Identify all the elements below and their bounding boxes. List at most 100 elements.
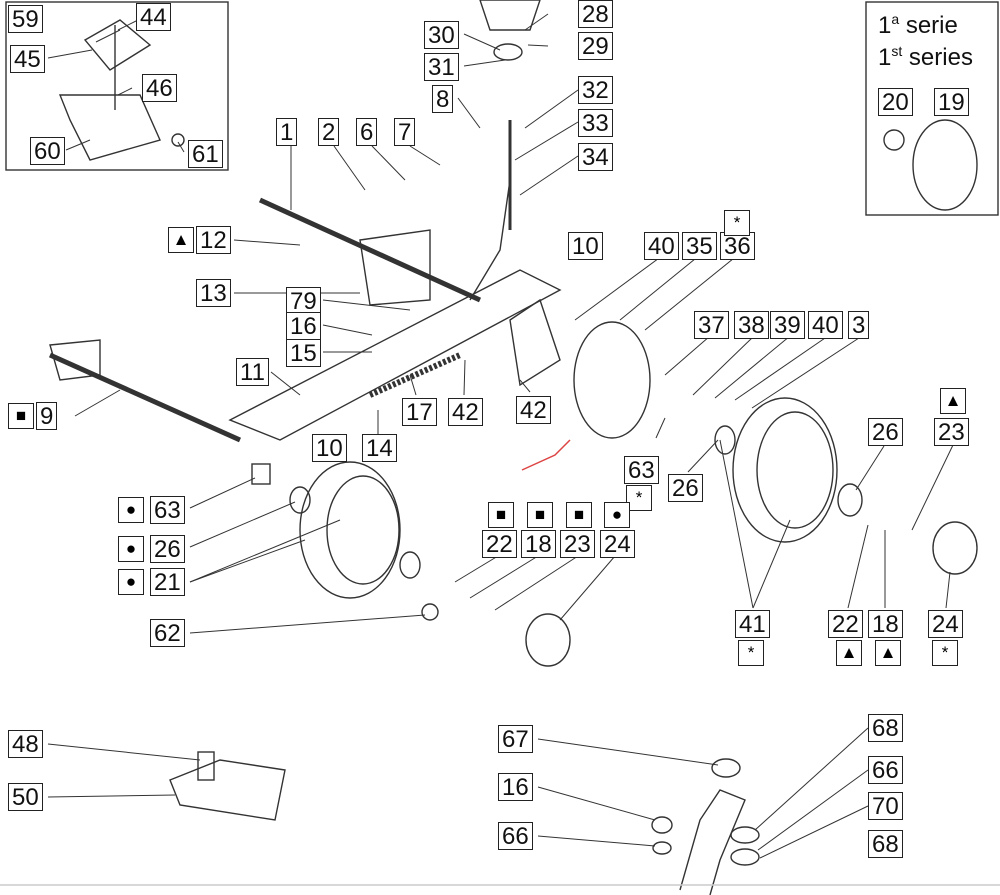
washer-drawing [171,133,185,147]
circle-mark: ● [118,536,144,562]
part-label: 13 [196,279,231,307]
part-label: 16 [498,773,533,801]
part-label: 38 [734,311,769,339]
part-label: 6 [356,118,378,146]
part-label: 68 [868,714,903,742]
square-mark: ■ [8,403,34,429]
part-label: 40 [644,232,679,260]
arm-11-drawing [228,269,562,441]
triangle-mark: ▲ [168,227,194,253]
part-67-drawing [711,758,741,778]
disc-36-drawing [573,321,651,439]
part-label: 39 [770,311,805,339]
part-label: 62 [150,619,185,647]
triangle-mark: ▲ [836,640,862,666]
part-label: 19 [934,88,969,116]
square-mark: ■ [488,502,514,528]
part-label: 61 [188,140,223,168]
triangle-mark: ▲ [940,388,966,414]
axle-9-drawing [48,352,242,443]
part-label: 40 [808,311,843,339]
part-label: 10 [312,434,347,462]
circle-mark: ● [604,502,630,528]
part-label: 2 [318,118,340,146]
wheel-left-inner [326,475,400,585]
part-label: 63 [150,496,185,524]
part-label: 32 [578,76,613,104]
bearing-26-inner [714,425,736,455]
part-label: 26 [868,418,903,446]
part-label: 70 [868,792,903,820]
part-label: 67 [498,725,533,753]
part-label: 1 [276,118,298,146]
part-label: 36 [720,232,755,260]
circle-mark: ● [118,569,144,595]
part-68-drawing [730,848,760,866]
part-label: 41 [735,610,770,638]
part-label: 59 [8,5,43,33]
part-label: 63 [624,456,659,484]
part-label: 28 [578,0,613,28]
knob-drawing [479,0,541,31]
gear-62-drawing [421,603,439,621]
part-label: 29 [578,32,613,60]
part-label: 26 [150,535,185,563]
shaft-1-drawing [258,197,482,303]
part-label: 42 [516,396,551,424]
part-label: 21 [150,568,185,596]
leader-lines [47,13,954,859]
plate-50-drawing [169,759,286,821]
red-mark [521,439,571,471]
cover-19-drawing [912,119,978,211]
part-label: 8 [432,85,454,113]
bearing-26-right [837,483,863,517]
part-70-drawing [730,826,760,844]
part-label: 22 [828,610,863,638]
part-label: 7 [394,118,416,146]
part-label: 9 [36,402,58,430]
ring-20-drawing [883,129,905,151]
wheel-left-outer [299,461,401,599]
inset-box-gearbox [5,1,229,171]
part-label: 34 [578,143,613,171]
part-label: 22 [482,530,517,558]
square-mark: ■ [527,502,553,528]
part-label: 30 [424,21,459,49]
part-label: 50 [8,783,43,811]
part-label: 23 [560,530,595,558]
bracket-drawing [49,339,101,381]
part-label: 3 [848,311,870,339]
cable-34-drawing [469,179,511,301]
hub-42-drawing [509,298,561,387]
part-label: 68 [868,830,903,858]
spring-17-drawing [368,352,462,398]
part-label: 11 [236,358,269,386]
part-label: 20 [878,88,913,116]
part-label: 31 [424,53,459,81]
part-label: 12 [196,226,231,254]
part-label: 26 [668,474,703,502]
star-mark: * [724,210,750,236]
part-label: 37 [694,311,729,339]
part-label: 23 [934,418,969,446]
bush-30-drawing [493,43,523,61]
nut-16-drawing [651,816,673,834]
part-label: 15 [286,339,321,367]
part-label: 44 [136,3,171,31]
part-label: 17 [402,398,437,426]
part-label: 66 [868,756,903,784]
lever-drawing [679,789,746,895]
square-mark: ■ [566,502,592,528]
part-label: 16 [286,312,321,340]
washer-66-drawing [652,841,672,855]
wheel-right-outer [732,397,838,543]
part-label: 18 [868,610,903,638]
circle-mark: ● [118,497,144,523]
inset-box-series [865,1,999,216]
part-label: 45 [10,45,45,73]
part-label: 10 [568,232,603,260]
part-label: 48 [8,730,43,758]
bearing-26-left [289,486,311,514]
part-label: 42 [448,398,483,426]
